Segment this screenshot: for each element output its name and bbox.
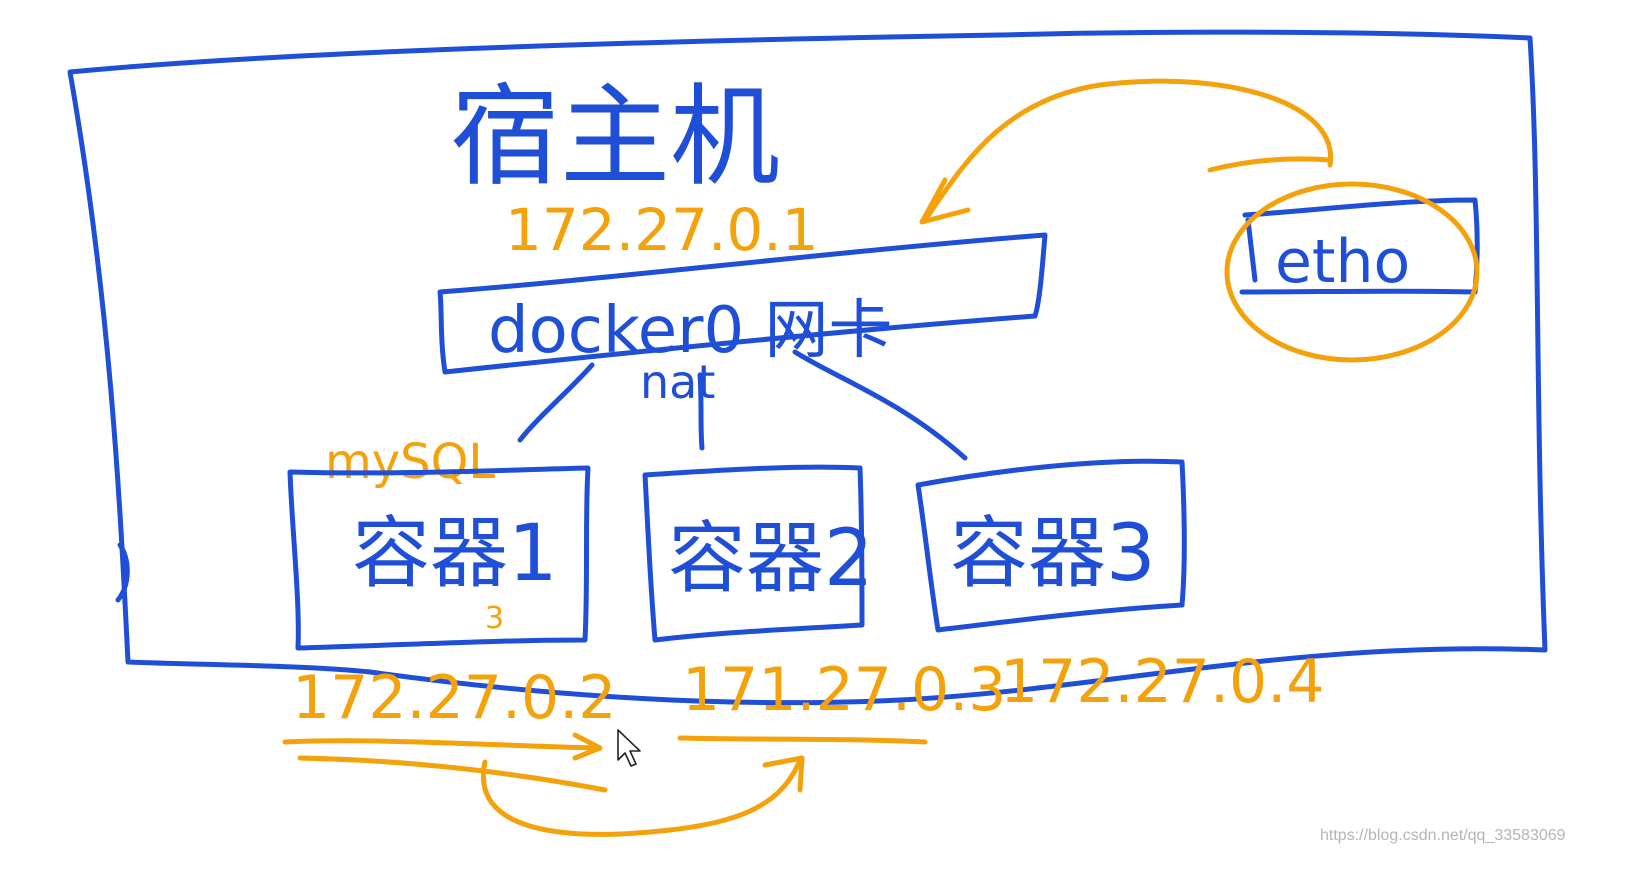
container-3-ip: 172.27.0.4 xyxy=(1000,647,1324,717)
ip1-to-ip2-arrow xyxy=(480,757,803,837)
nic-highlight-circle xyxy=(1224,181,1480,363)
container-3-box xyxy=(915,458,1187,633)
host-box xyxy=(67,29,1548,706)
link-container-1 xyxy=(517,362,595,443)
container-2-label: 容器2 xyxy=(668,514,874,604)
nat-label: nat xyxy=(640,355,715,409)
ip2-underline xyxy=(677,735,928,745)
bridge-label: docker0 网卡 xyxy=(488,294,893,368)
host-box-left-bump xyxy=(115,542,130,603)
nic-label: etho xyxy=(1275,227,1410,297)
container-2-box xyxy=(642,464,865,643)
nic-box xyxy=(1239,197,1480,295)
watermark: https://blog.csdn.net/qq_33583069 xyxy=(1320,827,1566,844)
nic-to-bridge-arrowhead xyxy=(919,177,971,225)
container-1-box xyxy=(287,465,591,651)
nic-to-bridge-arrow xyxy=(922,78,1333,223)
bridge-box xyxy=(437,232,1048,375)
link-container-3 xyxy=(792,349,968,461)
ip1-underline xyxy=(282,738,598,751)
mouse-cursor-icon xyxy=(617,729,641,767)
ip1-to-ip2-arrowhead xyxy=(762,755,805,793)
ip1-underline-2 xyxy=(297,755,608,793)
bridge-ip: 172.27.0.1 xyxy=(505,196,819,264)
container-3-label: 容器3 xyxy=(950,509,1156,599)
container-1-ip: 172.27.0.2 xyxy=(292,663,616,733)
container-1-note: 3 xyxy=(485,601,504,636)
ip1-arrowhead xyxy=(572,732,603,761)
link-container-2 xyxy=(697,372,705,451)
host-title: 宿主机 xyxy=(450,73,780,201)
container-2-ip: 171.27.0.3 xyxy=(682,655,1006,725)
nic-scribble xyxy=(1207,156,1333,173)
container-1-tag: mySQL xyxy=(325,434,495,490)
container-1-label: 容器1 xyxy=(352,509,558,599)
